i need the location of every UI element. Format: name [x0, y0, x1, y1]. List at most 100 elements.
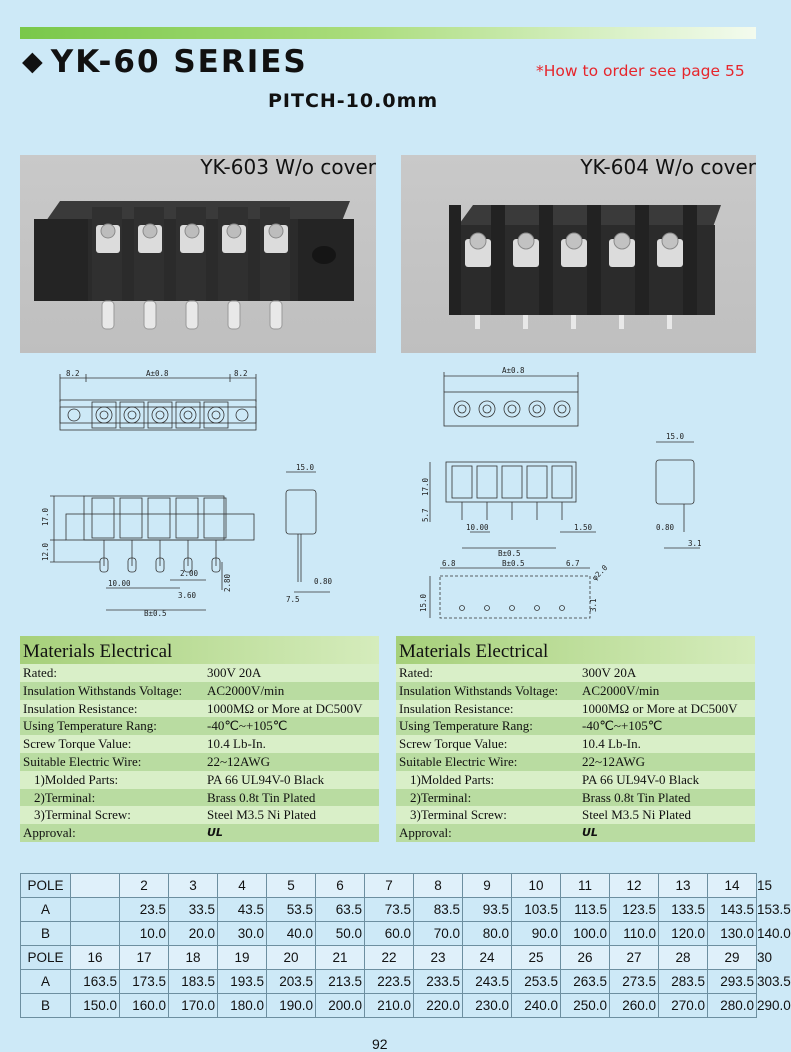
table-cell: 143.5	[707, 897, 757, 922]
terminal-cell	[91, 401, 117, 429]
screw-inner	[557, 404, 567, 414]
table-cell: 160.0	[119, 993, 169, 1018]
solder-pin	[101, 300, 115, 330]
table-cell: 8	[413, 873, 463, 898]
dim-pitch: 10.00	[108, 579, 131, 588]
terminal-cell	[119, 401, 145, 429]
mount-hole	[484, 605, 490, 611]
table-cell: 163.5	[70, 969, 120, 994]
terminal-cell	[203, 401, 229, 429]
materials-row: Screw Torque Value:10.4 Lb-In.	[396, 735, 755, 753]
pin-tab	[211, 557, 221, 573]
table-cell: 22	[364, 945, 414, 970]
materials-label: 1)Molded Parts:	[410, 771, 495, 787]
screw-outline	[553, 400, 571, 418]
dim-span-a-right: A±0.8	[502, 366, 525, 375]
materials-row: Using Temperature Rang:-40℃~+105℃	[396, 717, 755, 736]
dim-center-offset: 3.60	[178, 591, 197, 600]
mount-hole	[459, 605, 465, 611]
table-cell: 7	[364, 873, 414, 898]
table-cell: 253.5	[511, 969, 561, 994]
materials-row: Insulation Withstands Voltage:AC2000V/mi…	[20, 681, 379, 700]
table-cell: 100.0	[560, 921, 610, 946]
table-cell: 83.5	[413, 897, 463, 922]
table-cell: 23	[413, 945, 463, 970]
table-cell: 213.5	[315, 969, 365, 994]
terminal-cell	[147, 401, 173, 429]
order-note-link[interactable]: *How to order see page 55	[536, 62, 745, 80]
divider-wall	[539, 205, 553, 315]
screw-inner	[127, 410, 137, 420]
table-cell: 280.0	[707, 993, 757, 1018]
materials-row: Suitable Electric Wire:22~12AWG	[20, 752, 379, 771]
dim-hole-left: 6.8	[442, 559, 456, 568]
divider-wall	[683, 205, 697, 315]
table-cell: 29	[707, 945, 757, 970]
materials-label: Using Temperature Rang:	[399, 718, 533, 734]
end-wall	[449, 205, 461, 315]
table-cell: 283.5	[658, 969, 708, 994]
solder-pin	[227, 300, 241, 330]
dim-pin-span: B±0.5	[144, 609, 167, 618]
table-cell: 123.5	[609, 897, 659, 922]
table-cell: 20.0	[168, 921, 218, 946]
series-title: YK-60 SERIES	[50, 44, 308, 80]
screw-head	[517, 232, 535, 250]
dim-pin-offset: 2.00	[180, 569, 199, 578]
dim-hole-offset: 3.1	[589, 598, 598, 612]
screw-head	[268, 223, 284, 239]
table-cell: 18	[168, 945, 218, 970]
screw-inner	[482, 404, 492, 414]
solder-pin	[185, 300, 199, 330]
materials-row: 3)Terminal Screw:Steel M3.5 Ni Plated	[396, 806, 755, 825]
block-segment	[218, 207, 248, 301]
page-title: ◆YK-60 SERIES	[22, 44, 308, 80]
materials-row: 3)Terminal Screw:Steel M3.5 Ni Plated	[20, 806, 379, 825]
pin-tab	[155, 557, 165, 573]
table-cell: 70.0	[413, 921, 463, 946]
table-cell: 10	[511, 873, 561, 898]
terminal-block-image-yk603	[34, 201, 354, 330]
row-header: A	[20, 969, 71, 994]
row-header: B	[20, 993, 71, 1018]
table-cell	[70, 921, 120, 946]
block-segment	[260, 207, 290, 301]
solder-pin	[143, 300, 157, 330]
photo-caption-yk604: YK-604 W/o cover	[580, 155, 756, 179]
terminal-front	[526, 465, 548, 499]
block-segment	[134, 207, 164, 301]
materials-value: Brass 0.8t Tin Plated	[207, 789, 316, 805]
table-cell: 14	[707, 873, 757, 898]
table-cell: 130.0	[707, 921, 757, 946]
materials-row: Approval:UL	[396, 824, 755, 842]
dim-span-a: A±0.8	[146, 369, 169, 378]
mount-hole	[559, 605, 565, 611]
divider-wall	[587, 205, 601, 315]
table-cell: 6	[315, 873, 365, 898]
materials-label: Insulation Withstands Voltage:	[399, 682, 559, 698]
materials-value: Brass 0.8t Tin Plated	[582, 789, 691, 805]
screw-head	[184, 223, 200, 239]
table-cell: 223.5	[364, 969, 414, 994]
table-cell: 113.5	[560, 897, 610, 922]
pitch-label: PITCH-10.0mm	[268, 90, 439, 112]
table-cell: 53.5	[266, 897, 316, 922]
table-cell: 4	[217, 873, 267, 898]
divider-wall	[635, 205, 649, 315]
dim-height-bottom: 12.0	[41, 542, 50, 561]
screw-outline	[123, 406, 141, 424]
diamond-bullet-icon: ◆	[22, 46, 45, 77]
drawing-yk603: 8.2 A±0.8 8.2 15.0 17.0 12.0 10.00 2.00 …	[41, 369, 333, 618]
materials-label: Approval:	[23, 825, 76, 841]
pin-tab	[183, 557, 193, 573]
screw-outline	[207, 406, 225, 424]
table-cell: 233.5	[413, 969, 463, 994]
screw-outline	[453, 400, 471, 418]
row-header: B	[20, 921, 71, 946]
materials-row: Rated:300V 20A	[20, 664, 379, 682]
table-cell: 17	[119, 945, 169, 970]
screw-head	[100, 223, 116, 239]
dim-pin-length-right: 5.7	[421, 508, 430, 522]
